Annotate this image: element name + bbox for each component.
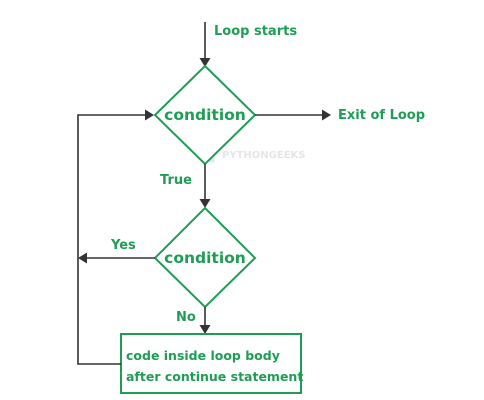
- condition-2-label: condition: [164, 249, 246, 267]
- yes-label: Yes: [110, 238, 136, 253]
- start-arrow: [199, 22, 211, 67]
- loop-back-arrow: [77, 109, 154, 365]
- loop-body-box: [120, 333, 302, 394]
- yes-arrow: [78, 252, 155, 264]
- condition-1-label: condition: [164, 106, 246, 124]
- loop-body-line-1: code inside loop body: [126, 348, 280, 363]
- loop-body-line-2: after continue statement: [126, 369, 303, 384]
- true-label: True: [160, 173, 192, 188]
- true-arrow: [199, 164, 211, 208]
- no-arrow: [199, 307, 211, 334]
- watermark-text: PYTHONGEEKS: [222, 150, 305, 161]
- exit-of-loop-label: Exit of Loop: [338, 108, 425, 123]
- no-label: No: [176, 310, 196, 325]
- exit-arrow: [255, 109, 331, 121]
- loop-starts-label: Loop starts: [214, 24, 297, 39]
